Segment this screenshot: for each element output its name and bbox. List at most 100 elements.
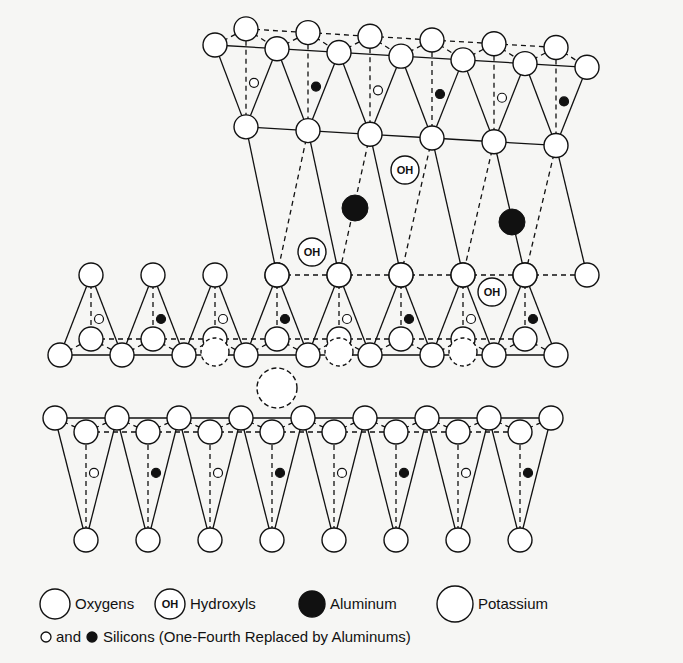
oxygen-atom [420, 28, 444, 52]
legend-text: Silicons (One-Fourth Replaced by Aluminu… [103, 629, 411, 646]
oxygen-atom [327, 263, 351, 287]
silicon-atom [524, 468, 533, 477]
oxygen-atom [265, 263, 289, 287]
oxygen-atom [544, 35, 568, 59]
oxygen-atom [172, 343, 196, 367]
oxygen-atom [79, 327, 103, 351]
potassium-atom [257, 368, 297, 408]
oxygen-atom [478, 278, 506, 306]
oxygen-atom [389, 263, 413, 287]
hidden-bond [525, 145, 556, 275]
oxygen-atom [544, 133, 568, 157]
legend-text: Oxygens [75, 596, 134, 613]
hidden-bond [245, 29, 246, 127]
oxygen-atom [265, 327, 289, 351]
silicon-symbol [41, 632, 51, 642]
lattice-layer [43, 17, 599, 552]
oxygen-atom [141, 263, 165, 287]
oxygen-atom [384, 528, 408, 552]
oxygen-atom [79, 263, 103, 287]
oxygen-atom [544, 343, 568, 367]
oxygen-atom [229, 406, 253, 430]
silicon-atom [498, 93, 507, 102]
oxygen-atom [296, 343, 320, 367]
oxygen-atom [513, 327, 537, 351]
oxygen-atom [198, 420, 222, 444]
oxygen-atom [451, 263, 475, 287]
bond-line [215, 45, 246, 127]
oxygen-atom [415, 406, 439, 430]
oxygen-symbol [40, 589, 70, 619]
oxygen-atom [389, 327, 413, 351]
oxygen-atom [203, 33, 227, 57]
potassium-atom [449, 338, 477, 366]
bond-line [556, 145, 587, 275]
silicon-atom [374, 86, 383, 95]
oxygen-atom [198, 528, 222, 552]
hidden-bond [333, 432, 334, 540]
oxygen-atom [260, 420, 284, 444]
potassium-atom [201, 338, 229, 366]
oxygen-atom [575, 263, 599, 287]
oxygen-atom [446, 420, 470, 444]
oxygen-atom [296, 21, 320, 45]
silicon-atom [250, 78, 259, 87]
oxygen-atom [477, 406, 501, 430]
bond-line [432, 138, 463, 275]
bond-line [277, 49, 308, 131]
oxygen-atom [420, 343, 444, 367]
oxygen-atom [136, 420, 160, 444]
silicon-symbol [87, 632, 97, 642]
oxygen-atom [358, 24, 382, 48]
oxygen-atom [508, 420, 532, 444]
potassium-symbol [437, 586, 473, 622]
oxygen-atom [482, 32, 506, 56]
oxygen-atom [265, 37, 289, 61]
oxygen-atom [391, 156, 419, 184]
oxygen-atom [353, 406, 377, 430]
hidden-bond [493, 44, 494, 142]
silicon-atom [436, 90, 445, 99]
bond-line [525, 64, 556, 146]
silicon-atom [157, 315, 166, 324]
oxygen-atom [167, 406, 191, 430]
oxygen-atom [74, 528, 98, 552]
oxygen-atom [136, 528, 160, 552]
oxygen-atom [451, 263, 475, 287]
silicon-atom [152, 468, 161, 477]
legend-text: Aluminum [330, 596, 397, 613]
oxygen-atom [513, 52, 537, 76]
hydroxyl-label: OH [390, 164, 420, 176]
oxygen-atom [265, 263, 289, 287]
silicon-atom [276, 468, 285, 477]
oxygen-atom [43, 406, 67, 430]
oxygen-atom [105, 406, 129, 430]
legend-text: Potassium [478, 596, 548, 613]
bond-line [401, 56, 432, 138]
oxygen-atom [513, 263, 537, 287]
legend-connector-word: and [56, 629, 81, 646]
silicon-atom [467, 315, 476, 324]
oxygen-atom [451, 48, 475, 72]
oxygen-atom [446, 528, 470, 552]
oxygen-atom [234, 17, 258, 41]
oxygen-atom [482, 343, 506, 367]
hidden-bond [555, 47, 556, 145]
hidden-bond [147, 432, 148, 540]
crystal-lattice [43, 17, 599, 552]
hidden-bond [431, 40, 432, 138]
bond-line [494, 142, 525, 275]
oxygen-atom [234, 115, 258, 139]
oxygen-atom [539, 406, 563, 430]
silicon-atom [214, 468, 223, 477]
bond-line [463, 60, 494, 142]
oxygen-atom [141, 327, 165, 351]
oxygen-atom [322, 528, 346, 552]
aluminum-atom [342, 195, 368, 221]
hydroxyl-symbol [155, 589, 185, 619]
hidden-bond [339, 134, 370, 275]
silicon-atom [281, 315, 290, 324]
oxygen-atom [260, 528, 284, 552]
oxygen-atom [482, 130, 506, 154]
